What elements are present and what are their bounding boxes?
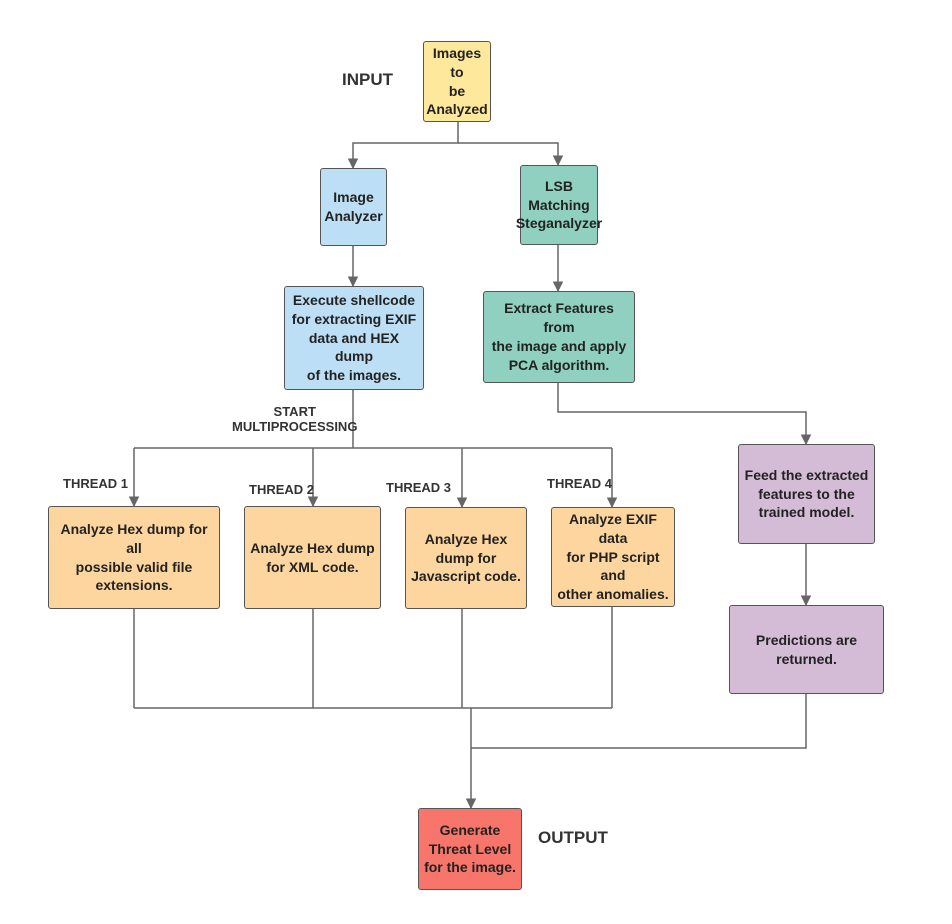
thread2-label: THREAD 2 [249, 482, 315, 497]
predictions-node: Predictions are returned. [729, 605, 884, 694]
thread1-node: Analyze Hex dump for all possible valid … [48, 506, 220, 609]
edge-input-to-lsb [458, 142, 564, 167]
input-label: INPUT [342, 70, 393, 89]
thread3-node: Analyze Hex dump for Javascript code. [405, 507, 527, 609]
images-node: Images to be Analyzed [423, 41, 491, 122]
feed-model-node: Feed the extracted features to the train… [738, 444, 875, 544]
thread3-label: THREAD 3 [386, 480, 452, 495]
image-analyzer-node: Image Analyzer [320, 168, 387, 246]
shellcode-node: Execute shellcode for extracting EXIF da… [284, 286, 424, 390]
thread4-node: Analyze EXIF data for PHP script and oth… [551, 507, 675, 607]
thread4-label: THREAD 4 [547, 476, 613, 491]
start-multiprocessing-label: START MULTIPROCESSING [232, 404, 358, 434]
threat-level-node: Generate Threat Level for the image. [418, 808, 522, 890]
thread1-label: THREAD 1 [63, 476, 129, 491]
lsb-node: LSB Matching Steganalyzer [516, 165, 602, 245]
thread2-node: Analyze Hex dump for XML code. [244, 506, 381, 609]
edge-predict-down [471, 694, 807, 749]
edge-input-split [347, 122, 459, 170]
output-label: OUTPUT [538, 828, 608, 847]
extract-features-node: Extract Features from the image and appl… [483, 291, 635, 383]
edge-extract-to-feed [557, 383, 812, 446]
